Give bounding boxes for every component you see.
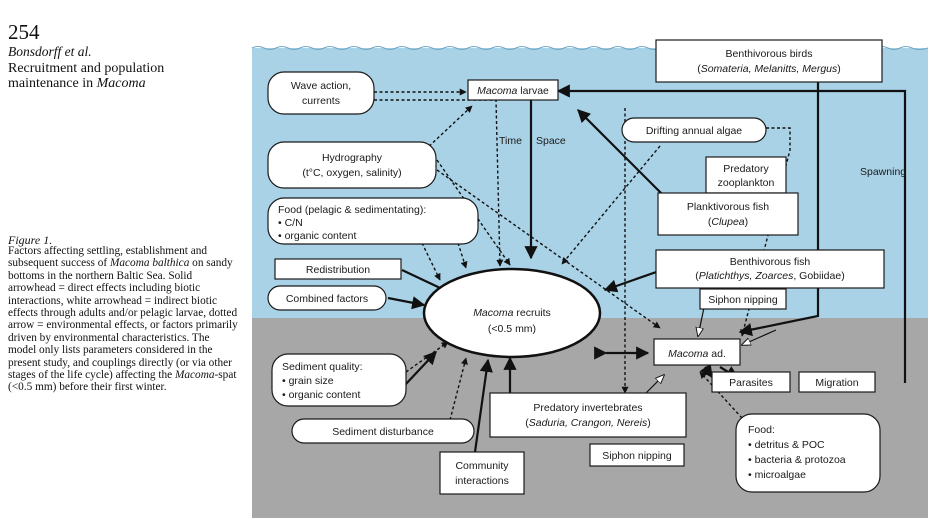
node-hydrography: Hydrography (t°C, oxygen, salinity)	[267, 141, 437, 189]
invertebrates-subtitle: (Saduria, Crangon, Nereis)	[525, 417, 650, 429]
node-wave-action: Wave action, currents	[267, 71, 375, 115]
food-benthic-title: Food:	[748, 424, 775, 436]
hydrography-line-2: (t°C, oxygen, salinity)	[302, 167, 401, 179]
food-benthic-bullet-2: • bacteria & protozoa	[748, 454, 846, 466]
arrow-adults-to-parasites	[699, 363, 713, 379]
running-title: Recruitment and population maintenance i…	[8, 61, 238, 91]
running-title-prefix: Recruitment and population maintenance i…	[8, 61, 165, 91]
community-line-1: Community	[455, 460, 509, 472]
birds-title: Benthivorous birds	[726, 48, 813, 60]
dotted-food-benthic-to-adults	[699, 371, 743, 419]
node-parasites: Parasites	[711, 371, 791, 393]
node-macoma-recruits: Macoma recruits (<0.5 mm)	[422, 267, 602, 359]
sediment-quality-title: Sediment quality:	[282, 361, 363, 373]
node-food-benthic: Food: • detritus & POC • bacteria & prot…	[735, 413, 881, 493]
recruits-label: Macoma recruits	[473, 307, 551, 319]
arrow-benthivorous-fish-to-recruits	[603, 268, 663, 293]
planktivorous-line-2: (Clupea)	[708, 216, 748, 228]
sediment-quality-bullet-2: • organic content	[282, 389, 360, 401]
arrow-spawning-to-larvae	[556, 84, 907, 383]
node-sediment-disturbance: Sediment disturbance	[291, 418, 475, 444]
page-number: 254	[8, 20, 40, 44]
redistribution-label: Redistribution	[306, 264, 370, 276]
node-benthivorous-birds: Benthivorous birds (Somateria, Melanitts…	[655, 39, 883, 83]
benthivorous-fish-subtitle: (Platichthys, Zoarces, Gobiidae)	[695, 270, 844, 282]
arrow-birds-to-adults	[738, 82, 820, 337]
sediment-disturbance-label: Sediment disturbance	[332, 426, 434, 438]
node-combined-factors: Combined factors	[267, 285, 387, 311]
white-arrow-fish-to-adults	[742, 329, 777, 345]
food-benthic-bullet-3: • microalgae	[748, 469, 806, 481]
arrow-sediment-quality-to-recruits	[404, 351, 437, 386]
node-sediment-quality: Sediment quality: • grain size • organic…	[271, 353, 407, 407]
arrow-community-to-recruits	[473, 358, 493, 453]
node-macoma-larvae: Macoma larvae	[467, 79, 559, 101]
migration-label: Migration	[815, 377, 858, 389]
community-line-2: interactions	[455, 475, 509, 487]
siphon-nipping-top-label: Siphon nipping	[708, 294, 778, 306]
siphon-nipping-bottom-label: Siphon nipping	[602, 450, 672, 462]
caption-part-5: -spat (<0.5 mm) before their first winte…	[8, 369, 237, 394]
zooplankton-line-1: Predatory	[723, 163, 769, 175]
space-label: Space	[536, 135, 566, 147]
figure-label: Figure 1.	[8, 233, 53, 247]
dotted-hydrography-to-recruits	[436, 159, 511, 266]
wave-line-1: Wave action,	[291, 80, 351, 92]
food-pelagic-bullet-1: • C/N	[278, 217, 303, 229]
combined-factors-label: Combined factors	[286, 293, 368, 305]
caption-part-1: Factors affecting settling, establishmen…	[8, 245, 208, 270]
dotted-algae-to-recruits	[561, 145, 661, 265]
node-redistribution: Redistribution	[274, 258, 402, 280]
parasites-label: Parasites	[729, 377, 773, 389]
recruits-size: (<0.5 mm)	[488, 323, 536, 335]
food-pelagic-bullet-2: • organic content	[278, 230, 356, 242]
time-label: Time	[499, 135, 522, 147]
food-benthic-bullet-1: • detritus & POC	[748, 439, 825, 451]
white-arrow-invertebrates-to-adults	[645, 375, 664, 394]
algae-label: Drifting annual algae	[646, 125, 742, 137]
birds-subtitle: (Somateria, Melanitts, Mergus)	[697, 63, 841, 75]
node-macoma-adults: Macoma ad.	[653, 338, 741, 366]
caption-part-4: Macoma	[174, 369, 215, 382]
node-migration: Migration	[798, 371, 876, 393]
figure-caption: Factors affecting settling, establishmen…	[8, 245, 240, 394]
benthivorous-fish-title: Benthivorous fish	[730, 256, 811, 268]
node-food-pelagic: Food (pelagic & sedimentating): • C/N • …	[267, 197, 479, 245]
dotted-food-pelagic-to-recruits	[421, 242, 441, 281]
node-community-interactions: Community interactions	[439, 451, 525, 495]
running-title-taxon: Macoma	[96, 76, 146, 91]
node-predatory-zooplankton: Predatory zooplankton	[705, 156, 787, 194]
caption-part-2: Macoma balthica	[109, 257, 190, 270]
node-siphon-nipping-top: Siphon nipping	[699, 288, 787, 310]
arrow-planktivorous-fish-to-larvae	[577, 109, 669, 201]
sediment-quality-bullet-1: • grain size	[282, 375, 334, 387]
zooplankton-line-2: zooplankton	[718, 177, 775, 189]
adults-label: Macoma ad.	[668, 348, 726, 360]
spawning-label: Spawning	[860, 166, 906, 178]
node-planktivorous-fish: Planktivorous fish (Clupea)	[657, 192, 799, 236]
larvae-label: Macoma larvae	[477, 85, 549, 97]
wave-line-2: currents	[302, 95, 340, 107]
food-pelagic-title: Food (pelagic & sedimentating):	[278, 204, 426, 216]
node-drifting-algae: Drifting annual algae	[621, 117, 767, 143]
node-siphon-nipping-bottom: Siphon nipping	[589, 443, 685, 467]
hydrography-line-1: Hydrography	[322, 152, 383, 164]
dotted-hydrography-to-adults	[436, 169, 661, 329]
dotted-algae-to-adults	[740, 127, 791, 337]
caption-part-3: on sandy bottoms in the northern Baltic …	[8, 257, 238, 382]
dotted-food-pelagic-to-recruits-2	[457, 242, 468, 269]
planktivorous-line-1: Planktivorous fish	[687, 201, 769, 213]
node-predatory-invertebrates: Predatory invertebrates (Saduria, Crango…	[489, 392, 687, 438]
invertebrates-title: Predatory invertebrates	[533, 402, 642, 414]
node-benthivorous-fish: Benthivorous fish (Platichthys, Zoarces,…	[655, 249, 885, 289]
running-authors: Bonsdorff et al.	[8, 44, 92, 59]
arrow-combined-factors-to-recruits	[387, 296, 426, 310]
